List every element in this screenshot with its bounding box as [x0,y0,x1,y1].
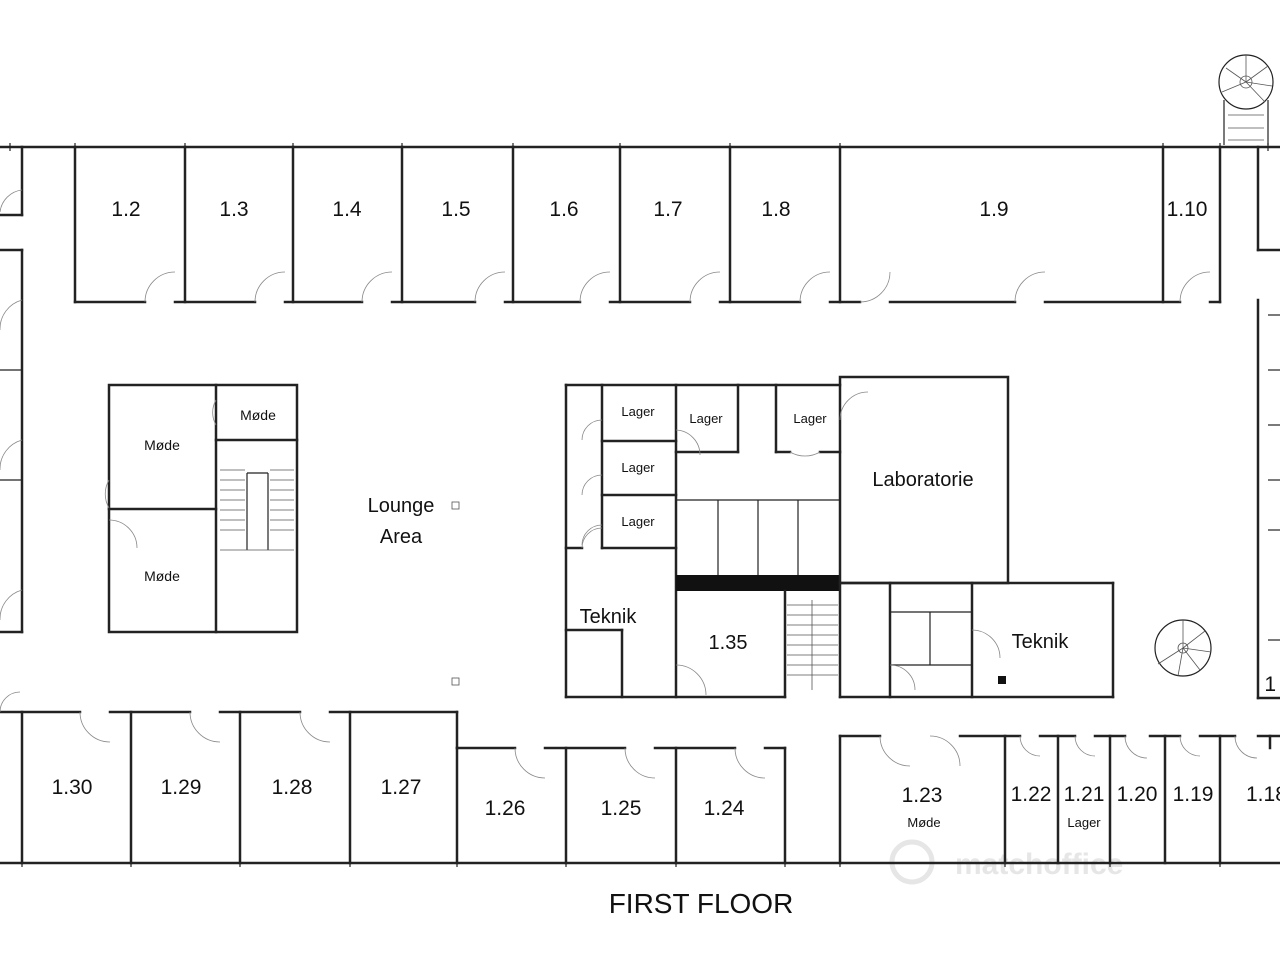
room-1-25-label: 1.25 [601,797,642,820]
bottom-room-doors [0,691,1258,779]
lager-1-label: Lager [621,404,655,419]
left-block: Møde Møde Møde [104,383,299,634]
room-1-6-label: 1.6 [549,198,578,221]
room-1-2-label: 1.2 [111,198,140,221]
spiral-stair-center-icon [1154,619,1212,677]
spiral-stair-top-icon [1218,54,1274,145]
room-1-21-label: 1.21 [1064,783,1105,806]
room-1-28-label: 1.28 [272,776,313,799]
room-1-20-label: 1.20 [1117,783,1158,806]
room-1-10-label: 1.10 [1167,198,1208,221]
right-edge-label: 1 [1264,673,1276,696]
room-1-4-label: 1.4 [332,198,362,221]
floor-title: FIRST FLOOR [609,888,794,919]
room-1-23-sublabel: Møde [907,815,940,830]
lager-5-label: Lager [793,411,827,426]
laboratorie-label: Laboratorie [872,469,973,491]
bottom-room-walls [0,710,1280,865]
room-1-19-label: 1.19 [1173,783,1214,806]
teknik-left-label: Teknik [580,606,638,628]
top-room-doors [0,189,1211,620]
room-1-5-label: 1.5 [441,198,470,221]
room-1-35-label: 1.35 [709,632,748,654]
top-room-labels: 1.2 1.3 1.4 1.5 1.6 1.7 1.8 1.9 1.10 [111,198,1207,221]
room-1-23-label: 1.23 [902,784,943,807]
center-block: Lager Lager Lager Lager Lager Teknik 1.3… [564,375,1115,699]
room-1-8-label: 1.8 [761,198,790,221]
outer-walls [0,143,1280,867]
left-mode-small-label: Møde [240,407,276,423]
top-room-walls [73,145,1222,304]
room-1-29-label: 1.29 [161,776,202,799]
room-1-21-sublabel: Lager [1067,815,1101,830]
lager-2-label: Lager [621,460,655,475]
watermark: matchoffice [955,848,1123,881]
bottom-room-labels: 1.30 1.29 1.28 1.27 1.26 1.25 1.24 1.23 … [52,776,1280,830]
left-mode-top-label: Møde [144,437,180,453]
room-1-26-label: 1.26 [485,797,526,820]
teknik-marker-icon [998,676,1006,684]
lounge-label-line1: Lounge [368,495,435,517]
room-1-24-label: 1.24 [704,797,745,820]
left-mode-bottom-label: Møde [144,568,180,584]
lounge-label-line2: Area [380,526,423,548]
teknik-right-label: Teknik [1012,631,1070,653]
column-marker-icon [451,677,460,686]
room-1-27-label: 1.27 [381,776,422,799]
room-1-18-label: 1.18 [1246,783,1280,806]
lager-3-label: Lager [621,514,655,529]
room-1-7-label: 1.7 [653,198,682,221]
room-1-9-label: 1.9 [979,198,1008,221]
column-marker-icon [451,501,460,510]
room-1-3-label: 1.3 [219,198,248,221]
room-1-22-label: 1.22 [1011,783,1052,806]
room-1-30-label: 1.30 [52,776,93,799]
lager-4-label: Lager [689,411,723,426]
